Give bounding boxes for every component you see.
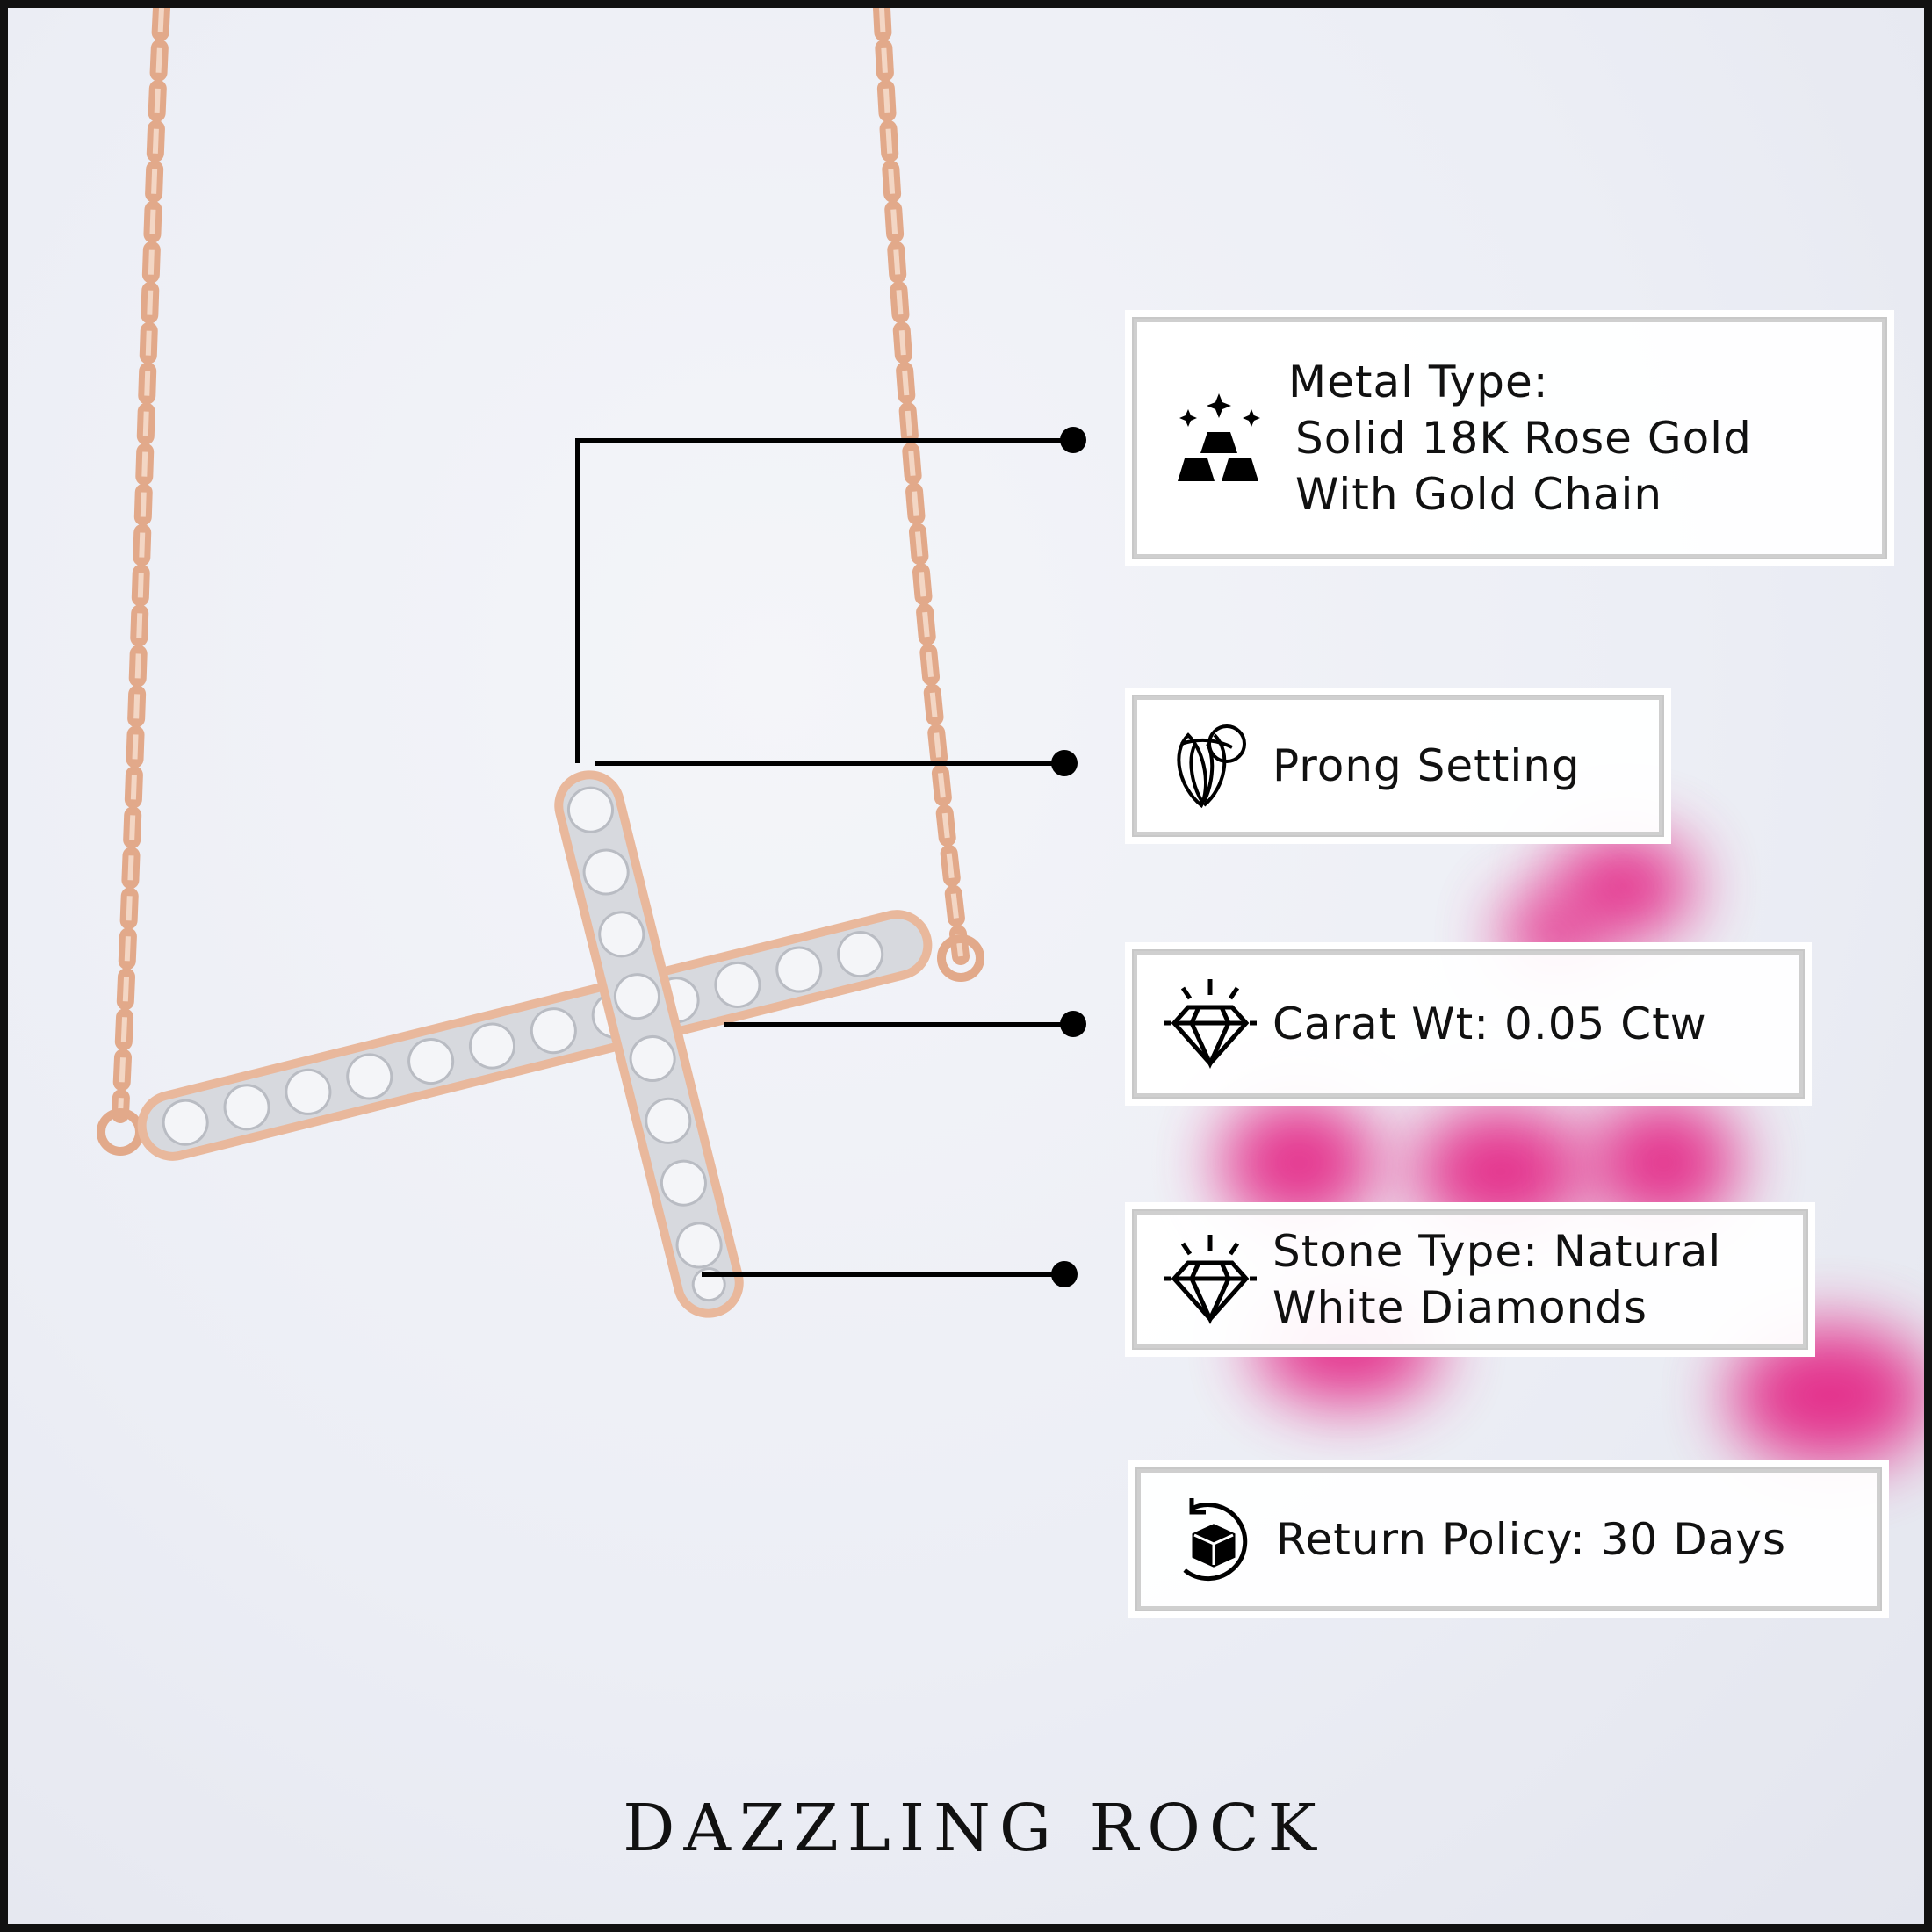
connector-line — [595, 761, 1069, 766]
diamond-icon — [1153, 1222, 1267, 1337]
feature-line: Metal Type: — [1288, 357, 1549, 407]
feature-line: Stone Type: Natural — [1272, 1226, 1722, 1277]
feature-card-carat-weight: Carat Wt: 0.05 Ctw — [1132, 949, 1805, 1099]
connector-dot — [1051, 750, 1078, 776]
connector-line — [702, 1272, 1069, 1277]
necklace-illustration — [97, 8, 984, 1318]
feature-line: Carat Wt: 0.05 Ctw — [1272, 998, 1707, 1049]
connector-line — [575, 438, 580, 763]
connector-line — [575, 438, 1076, 443]
feature-line: Prong Setting — [1272, 740, 1581, 791]
feature-line: Return Policy: 30 Days — [1276, 1514, 1787, 1565]
feature-card-return-policy: Return Policy: 30 Days — [1135, 1467, 1882, 1611]
connector-dot — [1060, 427, 1086, 453]
prong-setting-icon — [1153, 709, 1267, 823]
feature-card-prong-setting: Prong Setting — [1132, 695, 1664, 837]
diamond-icon — [1153, 967, 1267, 1081]
background-blob — [1589, 1097, 1738, 1229]
feature-line: Solid 18K Rose Gold — [1295, 413, 1752, 464]
gold-bars-icon — [1153, 350, 1285, 526]
feature-card-stone-type: Stone Type: Natural White Diamonds — [1132, 1209, 1808, 1350]
feature-card-metal-type: Metal Type: Solid 18K Rose Gold With Gol… — [1132, 317, 1887, 559]
return-box-icon — [1157, 1482, 1271, 1597]
connector-dot — [1051, 1261, 1078, 1287]
background-blob — [1220, 1097, 1378, 1229]
feature-line: White Diamonds — [1272, 1282, 1648, 1333]
connector-line — [724, 1022, 1076, 1027]
feature-line: With Gold Chain — [1295, 469, 1663, 520]
connector-dot — [1060, 1011, 1086, 1037]
brand-logo: DAZZLING ROCK — [623, 1791, 1325, 1866]
